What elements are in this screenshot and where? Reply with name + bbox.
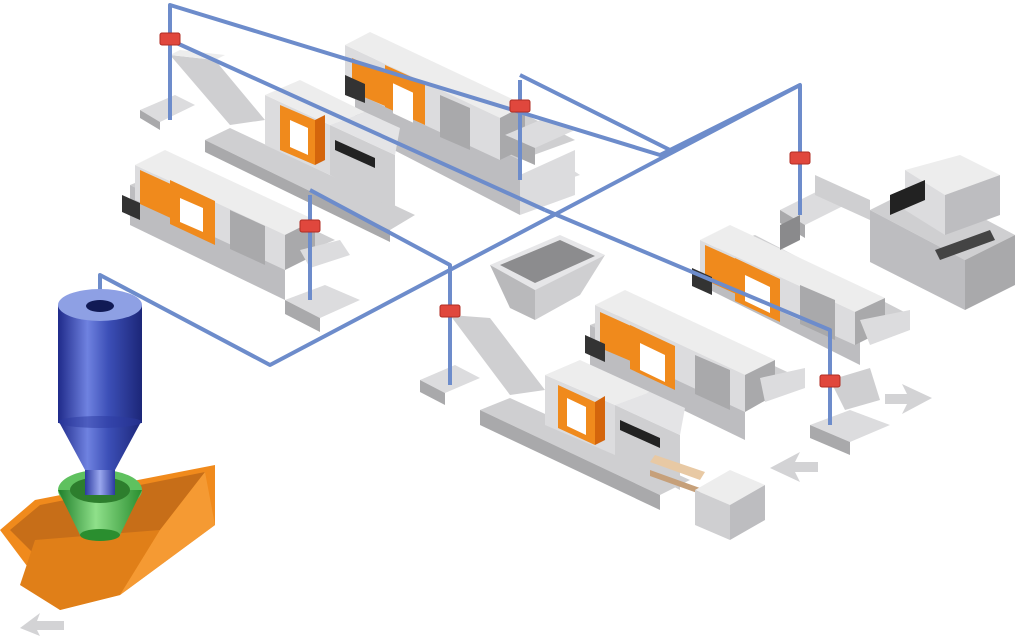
machine-row-4: [585, 290, 805, 440]
granulator: [780, 155, 1015, 310]
center-hopper: [490, 235, 605, 320]
valve-5: [439, 304, 461, 318]
machine-upper-left: [140, 50, 415, 242]
pipe-silo-feed: [98, 83, 801, 367]
valve-6: [819, 374, 841, 388]
station-left-2: [285, 240, 360, 332]
machine-row-2: [122, 150, 335, 300]
pipe-mid-cross: [309, 188, 452, 385]
valve-2: [509, 99, 531, 113]
valve-3: [789, 151, 811, 165]
valves: [159, 32, 841, 388]
flow-arrow-output-bottom-left: [20, 613, 64, 636]
pipe-right-long: [544, 208, 832, 425]
pipe-right-top: [519, 73, 671, 152]
flow-arrow-right: [885, 384, 932, 414]
valve-4: [299, 219, 321, 233]
machine-center-lower: [420, 315, 690, 510]
pipe-upper-link: [169, 38, 546, 212]
output-box: [650, 455, 765, 540]
flow-arrow-box: [770, 452, 818, 482]
valve-1: [159, 32, 181, 46]
central-silo: [58, 289, 142, 495]
